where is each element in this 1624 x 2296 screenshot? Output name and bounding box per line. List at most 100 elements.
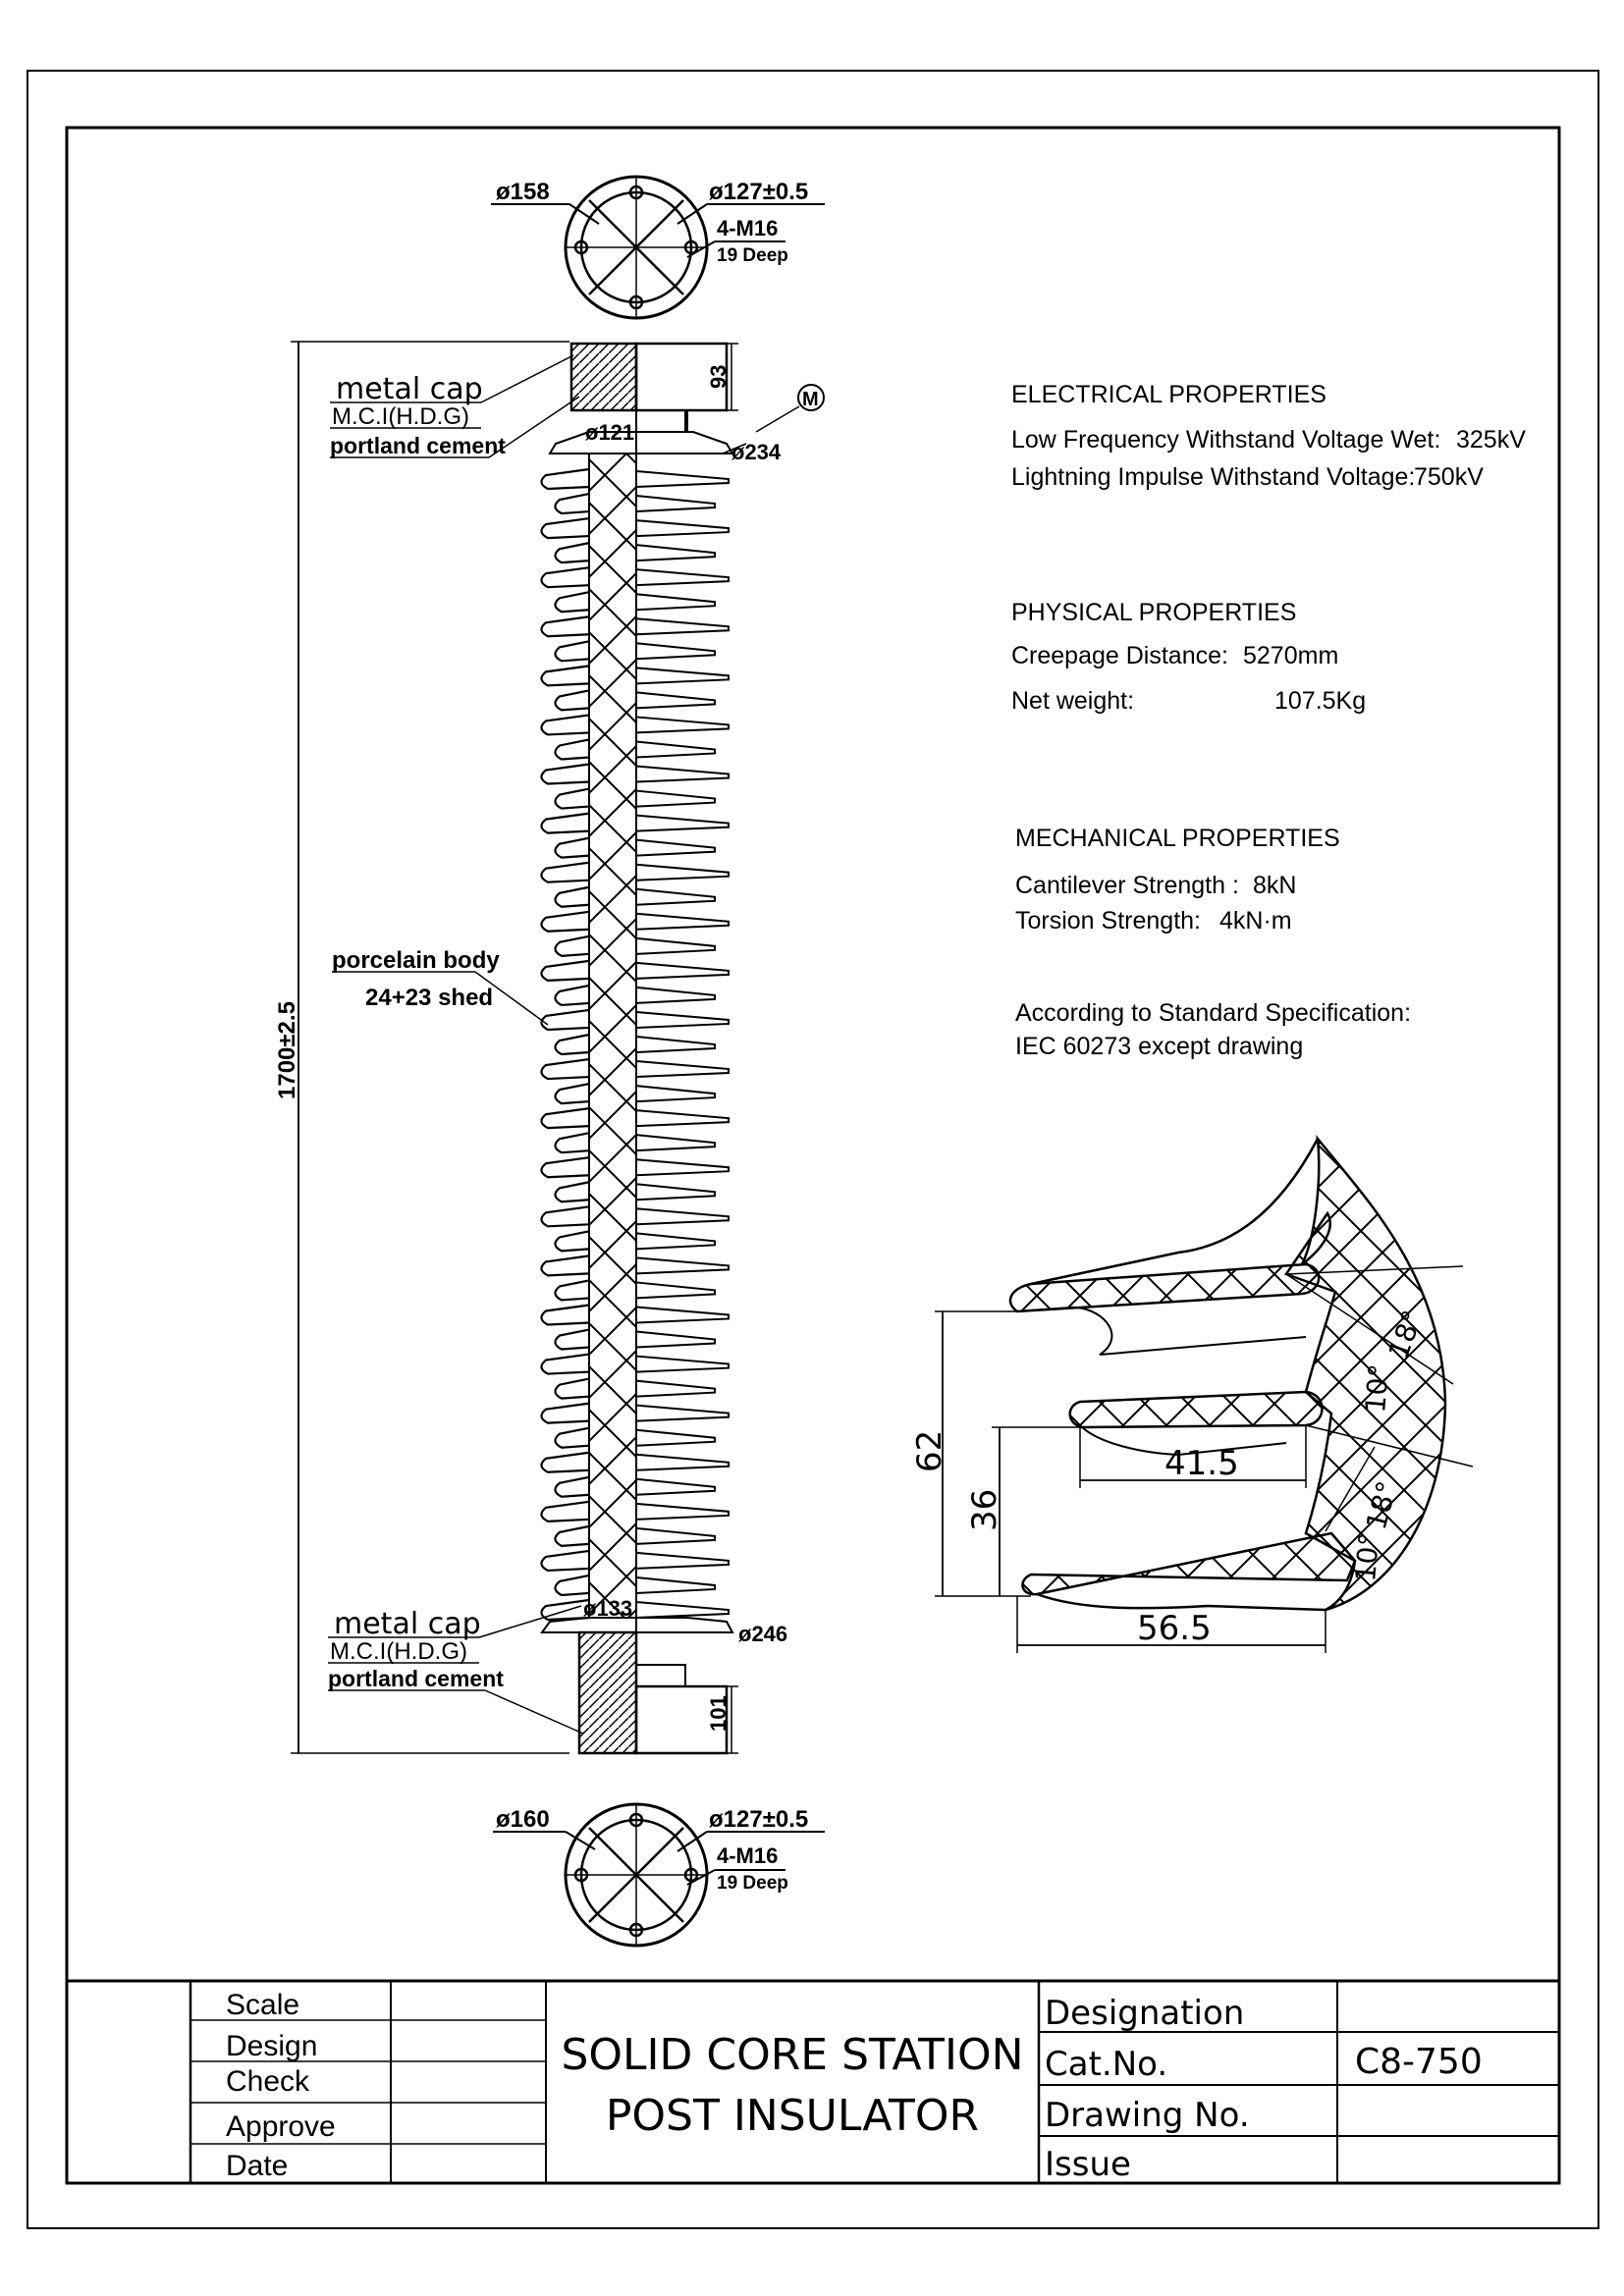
tb-design: Design bbox=[226, 2030, 317, 2062]
detail-dim-41-5: 41.5 bbox=[1164, 1444, 1239, 1483]
shed-right bbox=[635, 1502, 730, 1521]
shed-right bbox=[635, 838, 716, 857]
detail-dim-36: 36 bbox=[965, 1489, 1004, 1531]
shed-right bbox=[635, 1158, 730, 1177]
shed-left bbox=[540, 714, 590, 736]
shed-left bbox=[554, 1083, 590, 1105]
shed-right bbox=[635, 863, 730, 881]
shed-right bbox=[635, 1526, 716, 1545]
tb-issue: Issue bbox=[1045, 2145, 1131, 2184]
electrical-heading: ELECTRICAL PROPERTIES bbox=[1011, 381, 1326, 408]
standard-line1: According to Standard Specification: bbox=[1015, 999, 1411, 1027]
shed-right bbox=[635, 1134, 716, 1152]
bottom-flange-outer-dia: ø160 bbox=[496, 1806, 550, 1833]
top-cap-material: M.C.I(H.D.G) bbox=[332, 403, 469, 430]
shed-left bbox=[540, 1156, 590, 1179]
shed-right bbox=[635, 1477, 716, 1496]
shed-left bbox=[554, 542, 590, 564]
tb-scale: Scale bbox=[226, 1989, 299, 2021]
bottom-cap-height-dim: 101 bbox=[706, 1695, 731, 1732]
bottom-cap-cement: portland cement bbox=[328, 1666, 504, 1691]
shed-left bbox=[540, 1008, 590, 1032]
shed-left bbox=[554, 885, 590, 908]
shed-left bbox=[554, 1033, 590, 1056]
top-flange-view: ø158 ø127±0.5 4-M16 19 Deep bbox=[491, 175, 825, 320]
shed-right bbox=[635, 1281, 716, 1300]
shed-left bbox=[540, 910, 590, 933]
shed-right bbox=[635, 470, 730, 488]
inner-border bbox=[65, 126, 1561, 2185]
shed-left bbox=[540, 516, 590, 540]
tb-title-line1: SOLID CORE STATION bbox=[561, 2030, 1023, 2080]
shed-left bbox=[554, 689, 590, 712]
tb-cat-no-label: Cat.No. bbox=[1045, 2045, 1167, 2084]
shed-right bbox=[635, 1355, 730, 1373]
shed-right bbox=[635, 691, 716, 710]
shed-right bbox=[635, 667, 730, 685]
shed-right bbox=[635, 765, 730, 783]
bottom-shed-dia-dim: ø246 bbox=[738, 1622, 787, 1646]
shed-right bbox=[635, 1109, 730, 1128]
top-shed-dia-dim: ø234 bbox=[731, 440, 782, 464]
bottom-cap-title: metal cap bbox=[334, 1607, 481, 1641]
title-block: Scale Design Check Approve Date SOLID CO… bbox=[67, 1979, 1559, 2184]
marking-symbol: M bbox=[802, 389, 819, 410]
shed-profiles-right bbox=[635, 470, 730, 1619]
shed-detail: 62 36 41.5 56.5 18° 10° 18° 10° bbox=[910, 1134, 1474, 1653]
shed-left bbox=[540, 1107, 590, 1130]
shed-right bbox=[635, 495, 716, 513]
insulator-elevation: 1700±2.5 93 ø121 ø234 M ø133 ø246 bbox=[274, 341, 825, 1755]
shed-left bbox=[540, 467, 590, 491]
detail-dim-62: 62 bbox=[910, 1430, 949, 1472]
shed-right bbox=[635, 568, 730, 587]
weight-label: Net weight: bbox=[1011, 687, 1134, 715]
shed-right bbox=[635, 544, 716, 562]
shed-right bbox=[635, 1060, 730, 1079]
shed-left bbox=[540, 1304, 590, 1326]
bottom-flange-bolts: 4-M16 bbox=[717, 1843, 778, 1868]
torsion-label: Torsion Strength: bbox=[1015, 907, 1201, 934]
shed-right bbox=[635, 1551, 730, 1570]
shed-right bbox=[635, 1601, 730, 1619]
shed-left bbox=[540, 1500, 590, 1522]
shed-right bbox=[635, 1306, 730, 1324]
cantilever-label: Cantilever Strength : bbox=[1015, 872, 1239, 899]
shed-right bbox=[635, 1183, 716, 1201]
physical-heading: PHYSICAL PROPERTIES bbox=[1011, 599, 1296, 626]
top-flange-pcd: ø127±0.5 bbox=[709, 179, 808, 205]
cantilever-value: 8kN bbox=[1253, 872, 1296, 899]
shed-right bbox=[635, 617, 730, 636]
top-cap-height-dim: 93 bbox=[706, 365, 731, 389]
shed-left bbox=[554, 1426, 590, 1449]
shed-right bbox=[635, 593, 716, 612]
detail-dim-56-5: 56.5 bbox=[1137, 1609, 1212, 1648]
overall-height-dim: 1700±2.5 bbox=[274, 1001, 300, 1099]
torsion-value: 4kN·m bbox=[1219, 907, 1292, 934]
shed-left bbox=[540, 763, 590, 785]
shed-left bbox=[540, 861, 590, 883]
top-cap-cement: portland cement bbox=[330, 433, 506, 458]
shed-left bbox=[554, 1574, 590, 1597]
creepage-label: Creepage Distance: bbox=[1011, 642, 1228, 669]
shed-right bbox=[635, 1428, 716, 1447]
electrical-line1-value: 325kV bbox=[1456, 426, 1526, 454]
shed-right bbox=[635, 1575, 716, 1594]
standard-line2: IEC 60273 except drawing bbox=[1015, 1033, 1303, 1060]
tb-approve: Approve bbox=[226, 2110, 336, 2143]
shed-right bbox=[635, 1232, 716, 1251]
tb-designation: Designation bbox=[1045, 1994, 1244, 2033]
shed-right bbox=[635, 912, 730, 931]
electrical-line1-label: Low Frequency Withstand Voltage Wet: bbox=[1011, 426, 1440, 454]
top-cap-title: metal cap bbox=[336, 372, 483, 406]
tb-date: Date bbox=[226, 2150, 288, 2182]
shed-left bbox=[540, 812, 590, 834]
top-cap-dia-dim: ø121 bbox=[585, 420, 634, 445]
shed-left bbox=[554, 1230, 590, 1253]
shed-left bbox=[554, 1328, 590, 1351]
shed-right bbox=[635, 1330, 716, 1349]
shed-right bbox=[635, 1085, 716, 1103]
detail-angle-d: 10° bbox=[1349, 1531, 1385, 1582]
bottom-flange-depth: 19 Deep bbox=[717, 1873, 788, 1894]
shed-left bbox=[540, 959, 590, 982]
shed-right bbox=[635, 642, 716, 661]
